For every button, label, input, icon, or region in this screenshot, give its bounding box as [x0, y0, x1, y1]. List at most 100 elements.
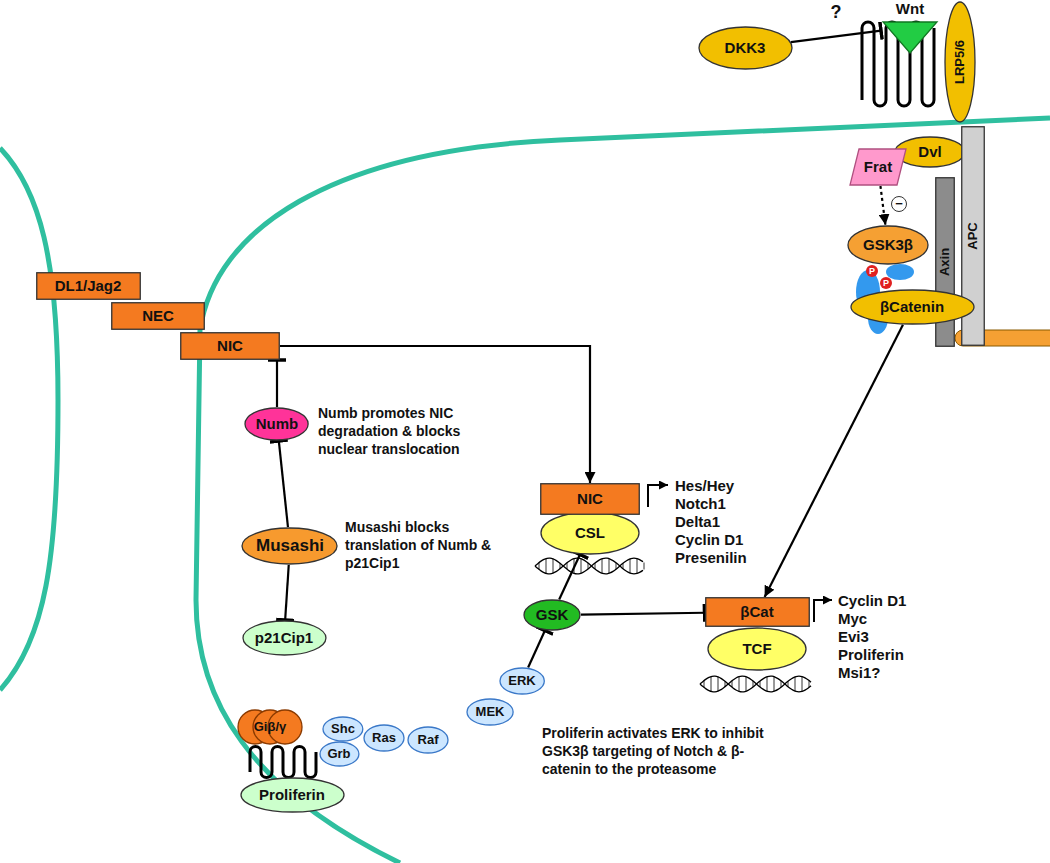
- dna-rung: [609, 559, 610, 574]
- edge-label: ?: [830, 2, 841, 23]
- target-gene: Msi1?: [838, 664, 881, 682]
- target-gene: Myc: [838, 610, 867, 628]
- g-protein-node: Giβ/γ: [237, 709, 303, 745]
- node-label: Ras: [372, 731, 396, 746]
- target-gene: Proliferin: [838, 646, 904, 664]
- dna-rung: [623, 563, 624, 569]
- dna-rung: [795, 677, 796, 691]
- dna-helix: [535, 558, 643, 574]
- dna-rung: [767, 677, 768, 692]
- node-label: TCF: [742, 640, 771, 657]
- node-label: CSL: [575, 524, 605, 541]
- target-gene: Cyclin D1: [838, 592, 906, 610]
- dna-rung: [637, 558, 638, 573]
- parallelogram-node: Frat: [849, 148, 907, 186]
- ellipse-node: p21Cip1: [242, 620, 327, 656]
- node-label: Musashi: [256, 536, 324, 556]
- dna-rung: [760, 681, 761, 687]
- proliferin-receptor: [250, 747, 316, 778]
- node-label: GSK3β: [863, 236, 913, 253]
- node-label: Giβ/γ: [254, 720, 287, 735]
- dna-rung: [774, 677, 775, 692]
- target-gene: Evi3: [838, 628, 869, 646]
- dna-rung: [553, 559, 554, 574]
- dna-rung: [746, 677, 747, 692]
- node-label: Numb: [256, 415, 299, 432]
- dna-rung: [630, 559, 631, 573]
- dna-rung: [644, 562, 645, 569]
- dna-rung: [753, 681, 754, 687]
- dna-helix: [700, 676, 811, 692]
- dna-rung: [739, 677, 740, 692]
- ellipse-node: GSK3β: [847, 225, 929, 265]
- cell-membrane: [0, 148, 58, 690]
- node-label: ERK: [508, 674, 535, 689]
- dna-rung: [581, 559, 582, 574]
- edge-label: −: [891, 196, 907, 212]
- ellipse-node: TCF: [707, 627, 807, 671]
- node-label: Axin: [938, 248, 953, 276]
- phosphate-mark: P: [866, 265, 878, 277]
- ellipse-node: DKK3: [698, 26, 793, 70]
- dna-rung: [718, 677, 719, 692]
- dna-rung: [711, 676, 712, 691]
- target-gene: Notch1: [675, 495, 726, 513]
- dna-rung: [539, 563, 540, 570]
- inhibition-connector: [276, 360, 278, 407]
- node-label: LRP5/6: [953, 40, 968, 84]
- rect-node: NIC: [540, 483, 640, 515]
- node-label: p21Cip1: [255, 629, 313, 646]
- cell-membrane: [196, 118, 1050, 863]
- node-label: Raf: [418, 733, 439, 748]
- annotation-note: Musashi blocks translation of Numb & p21…: [345, 518, 520, 572]
- ellipse-node: Shc: [322, 716, 364, 742]
- inhibition-connector: [791, 31, 881, 42]
- dna-rung: [567, 563, 568, 569]
- node-label: NEC: [142, 307, 174, 324]
- node-label: Grb: [327, 747, 350, 762]
- target-gene: Delta1: [675, 513, 720, 531]
- node-label: GSK: [536, 606, 569, 623]
- rect-node: DL1/Jag2: [36, 272, 141, 300]
- node-label: NIC: [577, 490, 603, 507]
- dna-rung: [802, 676, 803, 691]
- ellipse-node: Raf: [407, 726, 449, 754]
- dna-rung: [616, 563, 617, 570]
- ligand-triangle: Wnt: [881, 0, 939, 54]
- node-label: Wnt: [896, 0, 924, 17]
- dna-rung: [595, 563, 596, 569]
- ellipse-node: Musashi: [241, 527, 338, 565]
- transcription-arrow: [814, 600, 832, 622]
- ellipse-node: βCatenin: [850, 289, 975, 325]
- dna-helix: [700, 676, 811, 692]
- activation-arrow: [280, 346, 590, 483]
- inhibition-connector: [285, 565, 289, 620]
- rect-node: NEC: [111, 302, 205, 330]
- dna-rung: [725, 681, 726, 687]
- dna-rung: [560, 563, 561, 569]
- dna-rung: [809, 680, 810, 687]
- axin-complex: [886, 264, 914, 280]
- node-label: MEK: [476, 705, 505, 720]
- target-gene: Presenilin: [675, 549, 747, 567]
- node-label: APC: [966, 222, 981, 249]
- annotation-note: Proliferin activates ERK to inhibit GSK3…: [542, 724, 782, 778]
- dna-rung: [781, 681, 782, 688]
- node-label: NIC: [217, 337, 243, 354]
- ellipse-node: Proliferin: [240, 777, 345, 813]
- ellipse-node: GSK: [523, 599, 581, 631]
- node-label: Dvl: [918, 143, 941, 160]
- dna-rung: [732, 681, 733, 687]
- node-label: βCat: [740, 603, 773, 620]
- inhibition-connector: [559, 555, 580, 600]
- ellipse-node: CSL: [540, 511, 640, 555]
- node-label: Proliferin: [259, 786, 325, 803]
- ellipse-node: ERK: [499, 667, 545, 695]
- node-label: DKK3: [725, 39, 766, 56]
- node-label: DL1/Jag2: [55, 277, 122, 294]
- target-gene: Hes/Hey: [675, 477, 734, 495]
- inhibition-connector: [581, 613, 705, 615]
- dna-helix: [535, 558, 643, 574]
